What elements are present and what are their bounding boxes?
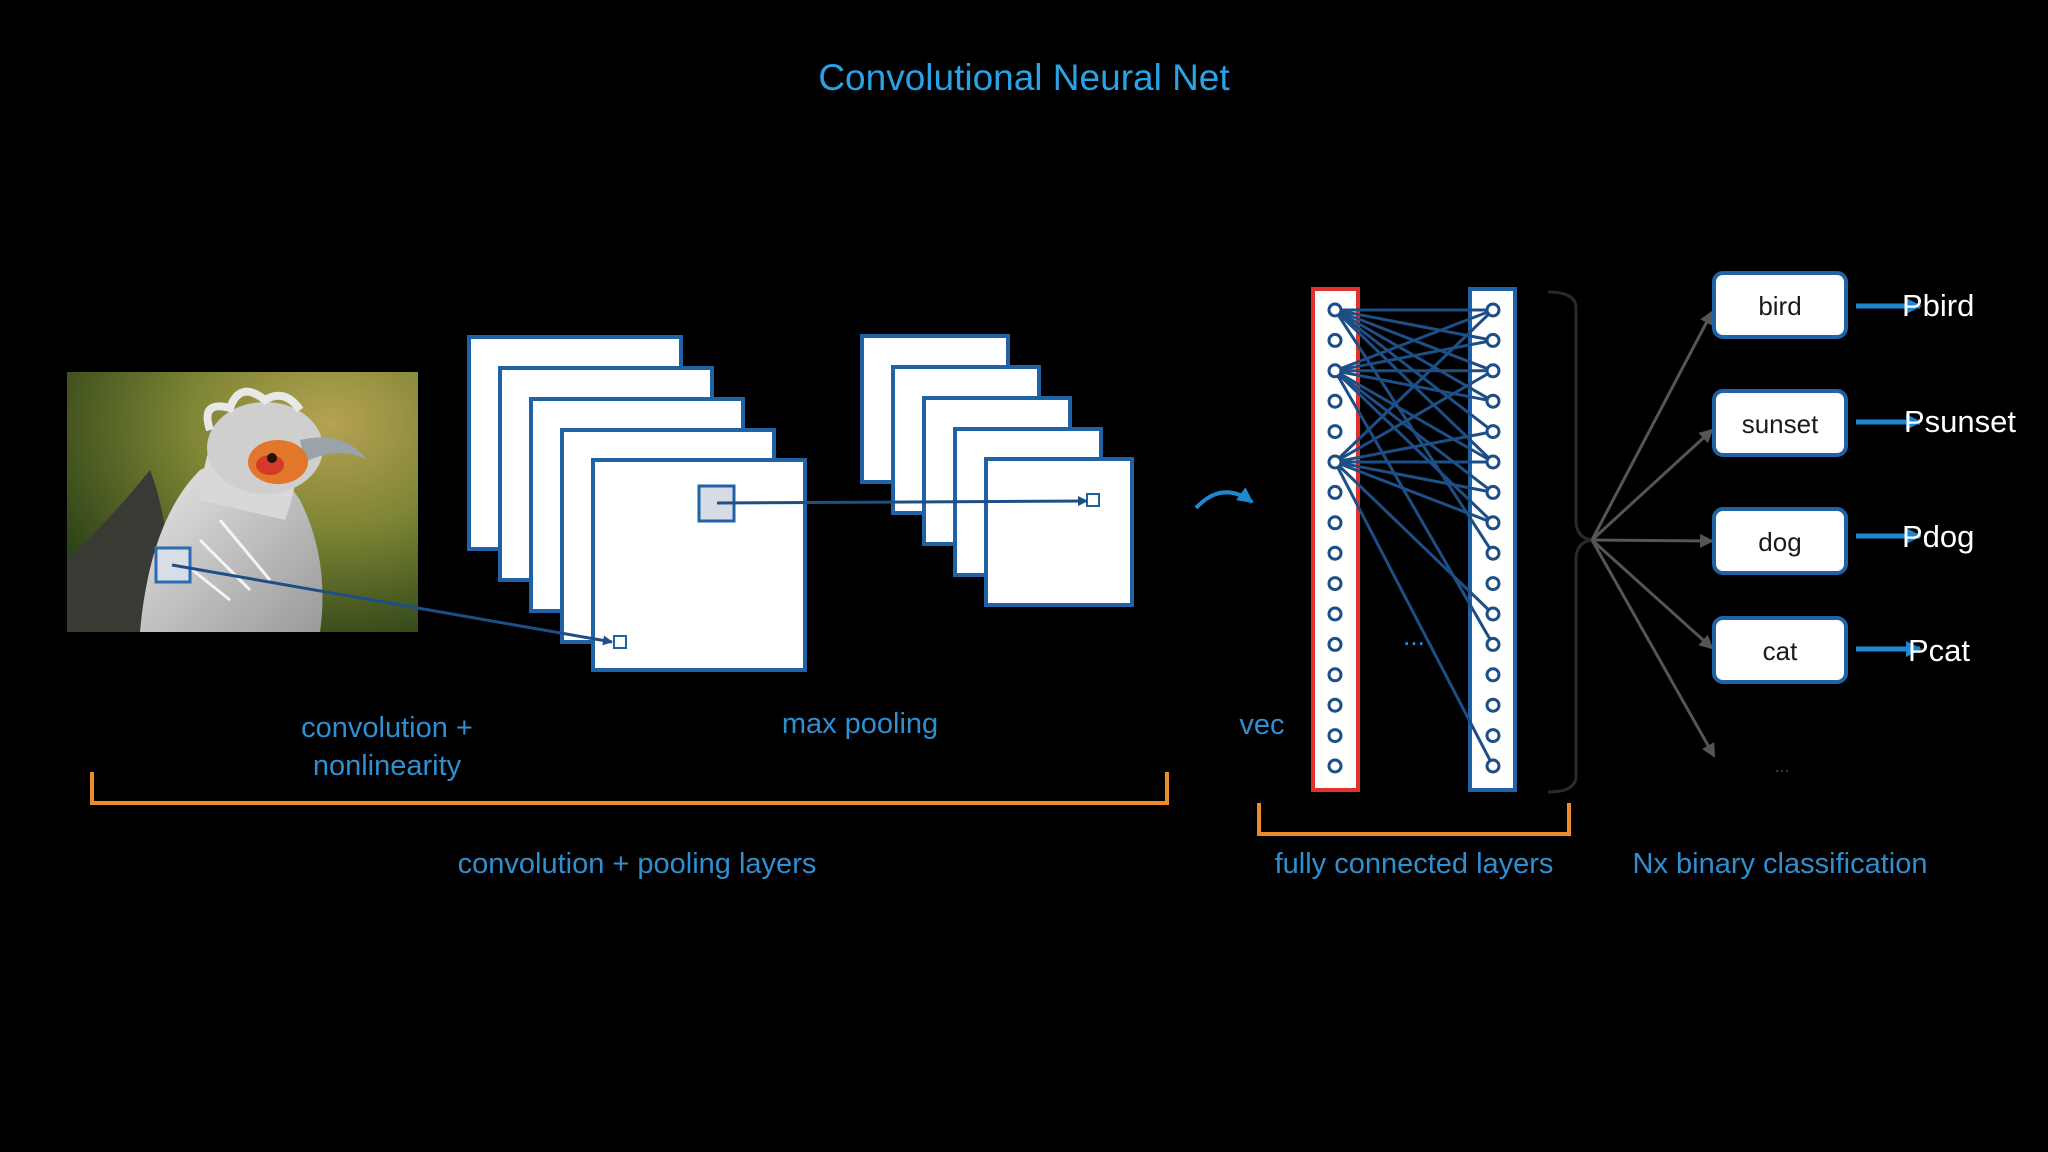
neuron-node [1487,426,1499,438]
conv-label-line1: convolution + [301,712,473,744]
fc-bracket [1259,803,1569,834]
bird-photo [67,372,418,632]
neuron-node [1487,699,1499,711]
conv-label-line2: nonlinearity [313,750,462,782]
neuron-node [1329,365,1341,377]
output-brace [1548,292,1592,792]
pooling-feature-maps [862,336,1132,605]
neuron-node [1487,365,1499,377]
neuron-node [1487,578,1499,590]
neuron-node [1487,517,1499,529]
neuron-node [1487,760,1499,772]
class-label: bird [1758,291,1801,321]
more-classes-ellipsis: ... [1774,756,1789,776]
classification-arrows [1592,312,1714,756]
class-prob: Pcat [1908,633,1970,668]
fc-ellipsis: ... [1403,621,1425,651]
diagram-title: Convolutional Neural Net [818,57,1230,98]
neuron-node [1329,395,1341,407]
class-label: sunset [1742,409,1819,439]
neuron-node [1329,517,1341,529]
neuron-node [1329,456,1341,468]
flatten-arrow-icon [1196,492,1252,508]
neuron-node [1329,760,1341,772]
neuron-node [1329,547,1341,559]
conv-pool-layers-label: convolution + pooling layers [458,848,817,880]
class-prob: Pbird [1902,288,1974,323]
neuron-node [1329,578,1341,590]
neuron-node [1487,334,1499,346]
class-prob: Psunset [1904,404,2016,439]
class-label: dog [1758,527,1801,557]
neuron-node [1329,304,1341,316]
class-row-bird: bird Pbird [1714,273,1974,337]
vec-label: vec [1239,709,1284,741]
conv-pool-bracket [92,772,1167,803]
neuron-node [1487,304,1499,316]
neuron-node [1329,699,1341,711]
neuron-node [1487,608,1499,620]
neuron-node [1487,638,1499,650]
neuron-node [1487,547,1499,559]
neuron-node [1487,395,1499,407]
class-label: cat [1763,636,1798,666]
neuron-node [1487,486,1499,498]
neuron-node [1487,730,1499,742]
neuron-node [1329,730,1341,742]
neuron-node [1329,426,1341,438]
neuron-node [1487,669,1499,681]
neuron-node [1329,486,1341,498]
class-row-dog: dog Pdog [1714,509,1974,573]
neuron-node [1329,638,1341,650]
fully-connected-label: fully connected layers [1275,848,1554,880]
binary-classification-label: Nx binary classification [1633,848,1928,880]
max-pooling-label: max pooling [782,708,938,740]
class-row-sunset: sunset Psunset [1714,391,2016,455]
neuron-node [1329,669,1341,681]
class-row-cat: cat Pcat [1714,618,1970,682]
neuron-node [1329,608,1341,620]
neuron-node [1329,334,1341,346]
pool-output-pixel [1087,494,1099,506]
conv-output-pixel [614,636,626,648]
conv-to-pool-arrow [717,501,1087,503]
neuron-node [1487,456,1499,468]
class-prob: Pdog [1902,519,1974,554]
